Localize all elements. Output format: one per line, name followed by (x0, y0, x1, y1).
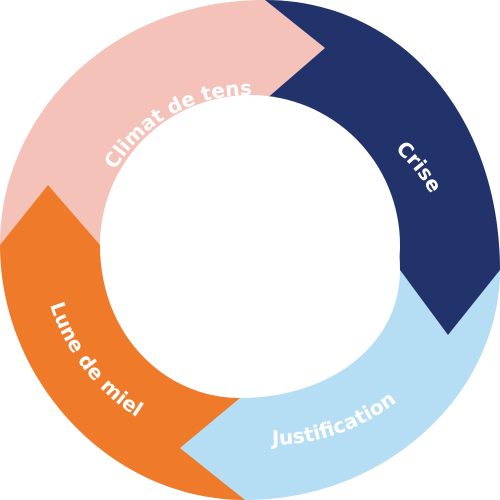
center-hole (100, 95, 400, 395)
segment-justification (180, 270, 500, 500)
segment-lune-de-miel (0, 185, 245, 500)
segment-climat-de-tension (0, 0, 325, 245)
segment-crise (265, 0, 500, 335)
